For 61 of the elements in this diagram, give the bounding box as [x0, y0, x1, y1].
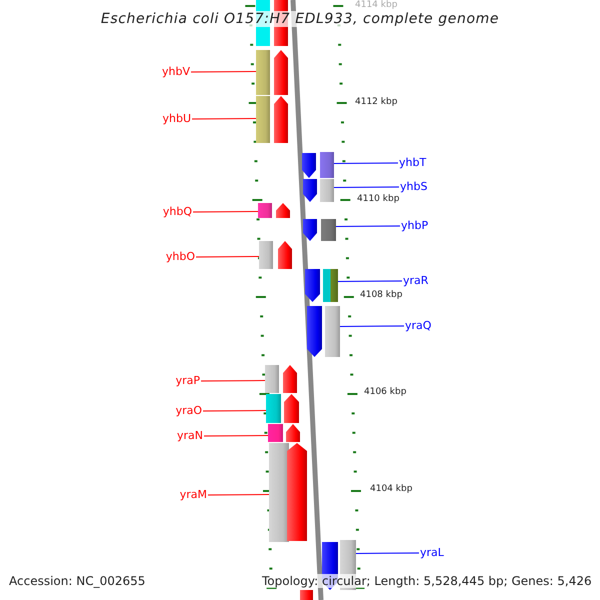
gene-label: yhbV [162, 65, 190, 78]
gene-label: yraP [176, 374, 200, 387]
scale-label: 4110 kbp [357, 194, 400, 204]
gene-feature [303, 179, 317, 202]
gene-bar [266, 394, 281, 423]
leader-line [340, 326, 404, 327]
leader-line [192, 211, 258, 212]
leader-line [190, 71, 256, 72]
leader-line [334, 186, 400, 188]
leader-line [334, 162, 398, 164]
gene-label: yhbS [400, 180, 428, 193]
gene-feature [303, 219, 317, 241]
leader-line [192, 118, 256, 120]
gene-bar [325, 306, 340, 357]
gene-label: yraR [403, 274, 428, 287]
gene-label: yraO [176, 404, 202, 417]
gene-feature [278, 241, 292, 269]
gene-bar [256, 96, 270, 143]
gene-label: yhbT [399, 156, 426, 169]
gene-bar [256, 50, 270, 95]
gene-feature [276, 203, 290, 218]
gene-feature [283, 365, 297, 393]
gene-bar [321, 219, 336, 241]
gene-feature [274, 50, 288, 95]
gene-feature [274, 96, 288, 143]
gene-bar [320, 179, 334, 202]
gene-label: yhbU [162, 112, 191, 125]
leader-line [202, 410, 266, 412]
scale-label: 4112 kbp [355, 97, 398, 107]
gene-label: yraQ [405, 319, 432, 332]
gene-label: yraL [420, 546, 444, 559]
gene-label: yhbP [401, 219, 428, 232]
gene-feature [286, 424, 300, 442]
gene-feature [284, 394, 299, 423]
gene-bar [320, 152, 334, 178]
gene-feature [307, 306, 322, 357]
leader-line [208, 494, 270, 496]
gene-label: yhbQ [162, 205, 192, 218]
gene-bar [269, 443, 289, 542]
gene-feature [302, 153, 316, 178]
leader-line [338, 280, 402, 282]
scale-label: 4106 kbp [364, 387, 406, 397]
gene-bar [268, 424, 283, 442]
info-text: Topology: circular; Length: 5,528,445 bp; Genes: 5,426 [262, 574, 592, 588]
gene-label: yhbO [166, 250, 195, 263]
gene-feature [305, 269, 320, 302]
scale-label: 4104 kbp [370, 484, 412, 494]
scale-label: 4114 kbp [355, 0, 398, 10]
leader-line [204, 435, 268, 436]
gene-label: yraM [180, 488, 207, 501]
info-text: Accession: NC_002655 [9, 574, 146, 588]
leader-line [200, 380, 266, 382]
gene-bar [258, 203, 272, 218]
gene-label: yraN [176, 429, 203, 442]
gene-bar [259, 241, 273, 269]
leader-line [336, 226, 400, 227]
gene-bar [265, 365, 279, 393]
scale-label: 4108 kbp [360, 290, 402, 300]
leader-line [356, 552, 420, 554]
gene-bar [323, 269, 338, 302]
leader-line [196, 256, 260, 258]
